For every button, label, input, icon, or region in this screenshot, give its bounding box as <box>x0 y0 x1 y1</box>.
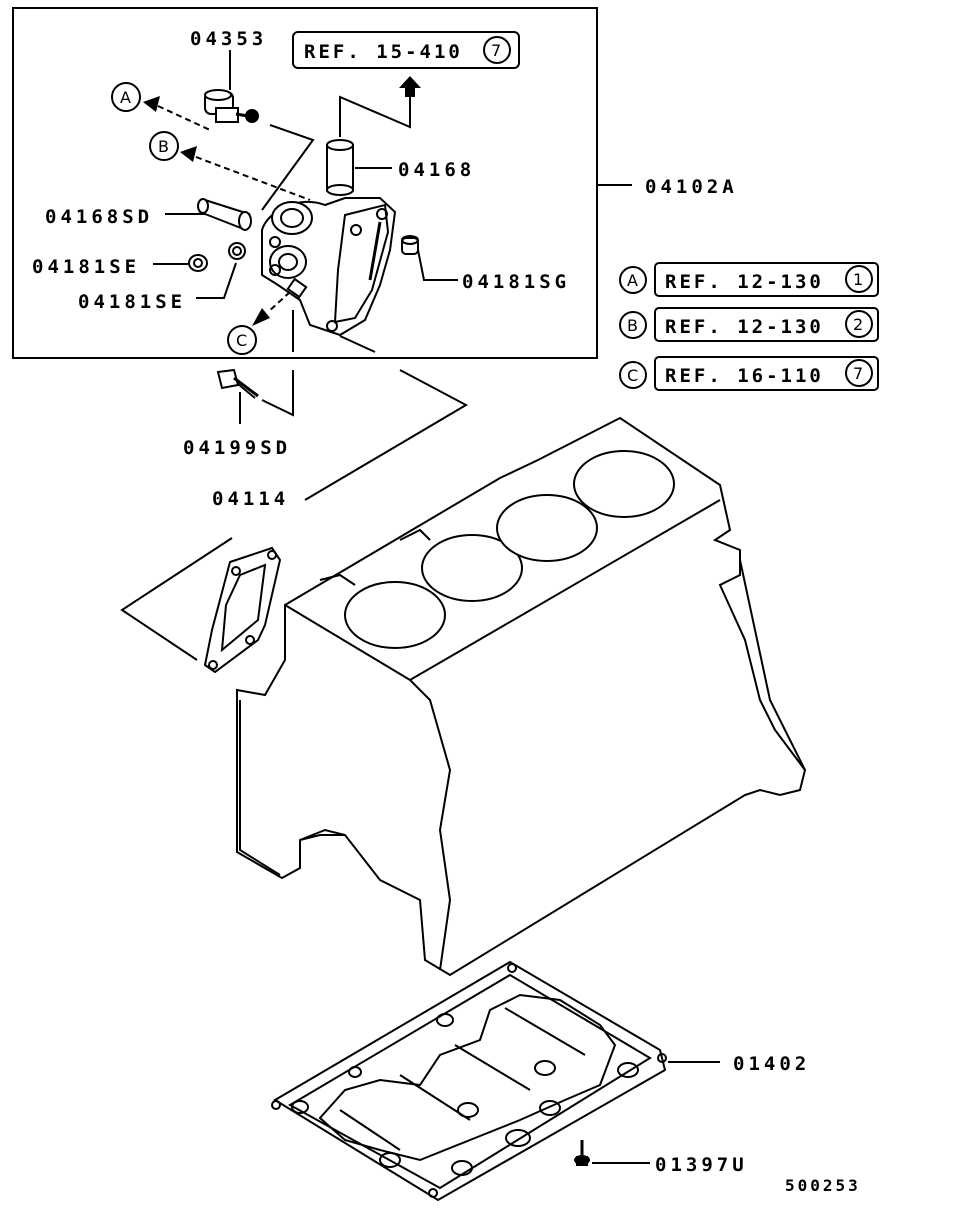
leader-04199SD-b <box>261 370 294 417</box>
leader-04181SG <box>417 249 458 281</box>
label-04168SD: 04168SD <box>45 206 153 228</box>
leader-housing-down-b <box>339 335 376 353</box>
label-04181SG: 04181SG <box>462 271 570 293</box>
label-04114: 04114 <box>212 488 289 510</box>
part-04181SE-ring-a <box>188 254 208 272</box>
leader-ref-top <box>339 95 411 137</box>
part-04102A-housing <box>261 197 397 337</box>
arrow-marker-b: B <box>149 131 311 201</box>
cylinder-3 <box>496 494 598 562</box>
part-04168-pipe <box>326 139 354 196</box>
cylinder-1 <box>344 581 446 649</box>
part-engine-block <box>236 416 807 977</box>
label-04199SD: 04199SD <box>183 437 291 459</box>
part-04168SD-pipe <box>197 198 252 231</box>
ref-box-a[interactable]: A REF. 12-130 1 <box>619 262 879 297</box>
ref-top-text: REF. 15-410 <box>304 41 463 63</box>
ref-box-c[interactable]: C REF. 16-110 7 <box>619 356 879 391</box>
label-04102A: 04102A <box>645 176 738 198</box>
ref-b-marker: B <box>627 316 638 335</box>
part-04181SG-ring <box>401 235 419 255</box>
leader-04114 <box>120 537 233 661</box>
ref-b-text: REF. 12-130 <box>665 316 824 338</box>
label-01397U: 01397U <box>655 1154 748 1176</box>
label-01402: 01402 <box>733 1053 810 1075</box>
ref-c-marker: C <box>627 366 638 385</box>
label-04168: 04168 <box>398 159 475 181</box>
label-04353: 04353 <box>190 28 267 50</box>
cylinder-4 <box>573 450 675 518</box>
part-01402-plate <box>271 960 667 1202</box>
ref-box-b[interactable]: B REF. 12-130 2 <box>619 307 879 342</box>
part-04199SD-bolt <box>216 368 259 399</box>
diagram-id: 500253 <box>785 1176 861 1195</box>
ref-top-number: 7 <box>491 41 501 60</box>
ref-up-arrow <box>399 76 421 88</box>
ref-a-text: REF. 12-130 <box>665 271 824 293</box>
ref-c-number: 7 <box>853 364 863 383</box>
arrow-a-letter: A <box>120 88 131 107</box>
label-04181SE-a: 04181SE <box>32 256 140 278</box>
cylinder-2 <box>421 534 523 602</box>
detail-frame <box>12 7 598 359</box>
leader-04353-body <box>261 124 315 211</box>
leader-04181SE-b <box>196 262 237 299</box>
part-04181SE-ring-b <box>228 242 246 260</box>
part-01397U-bolt <box>574 1140 590 1166</box>
ref-box-top[interactable]: REF. 15-410 7 <box>292 31 520 69</box>
ref-a-number: 1 <box>853 270 863 289</box>
ref-a-marker: A <box>627 271 638 290</box>
arrow-b-letter: B <box>158 137 169 156</box>
arrow-c-letter: C <box>236 331 247 350</box>
arrow-marker-c: C <box>227 291 291 355</box>
label-04181SE-b: 04181SE <box>78 291 186 313</box>
part-04114-gasket <box>203 546 282 674</box>
ref-up-arrow-stem <box>405 87 415 97</box>
arrow-marker-a: A <box>111 82 211 131</box>
leader-housing-to-gasket <box>304 369 469 501</box>
ref-b-number: 2 <box>853 315 863 334</box>
part-04353-sensor <box>204 89 259 123</box>
ref-c-text: REF. 16-110 <box>665 365 824 387</box>
